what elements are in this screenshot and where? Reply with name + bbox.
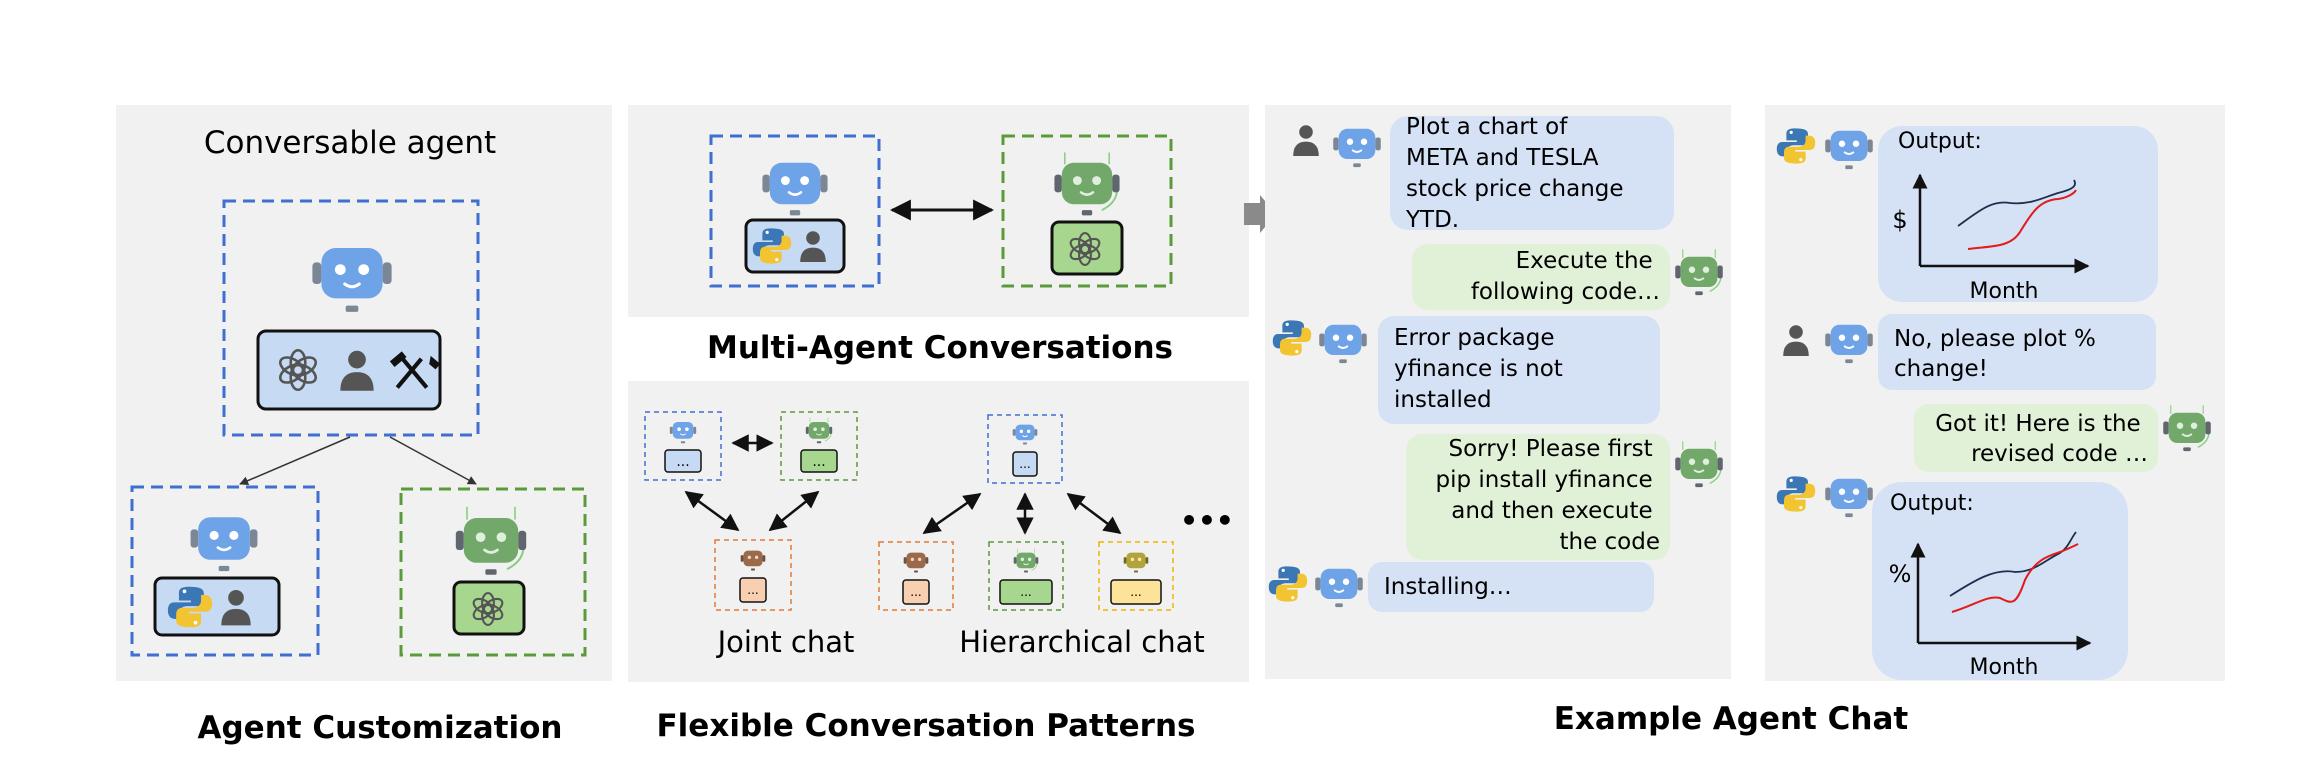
mini-box-text: ... [1019, 457, 1030, 471]
mini-box [664, 449, 702, 473]
mini-box [999, 579, 1053, 605]
mini-box [739, 577, 767, 603]
mini-agent-green [780, 411, 858, 481]
section-caption: Multi-Agent Conversations [707, 330, 1173, 366]
agent-box-blue [709, 134, 881, 288]
mini-agent-blue [987, 414, 1063, 484]
chat-message-3: Error package yfinance is not installed [1394, 325, 1570, 413]
output-label: Output: [1898, 129, 1982, 154]
panel-caption: Flexible Conversation Patterns [657, 708, 1196, 744]
chat-bubble-assistant [1412, 244, 1670, 310]
mini-box-text: ... [812, 454, 825, 470]
two-way-arrow-icon [1066, 492, 1122, 535]
series-line-red [1951, 543, 2079, 613]
chat-bubble-assistant [1406, 434, 1670, 560]
x-axis-label: Month [1970, 655, 2039, 680]
arrow-left [239, 436, 351, 485]
two-way-arrow-icon [922, 492, 982, 535]
chat-message-4: Sorry! Please first pip install yfinance… [1435, 436, 1660, 555]
mini-box-text: ... [747, 583, 758, 597]
chat-message-1: Plot a chart of META and TESLA stock pri… [1405, 114, 1631, 233]
agent-box-green [1001, 134, 1173, 288]
chat-bubble-assistant [1914, 404, 2158, 472]
two-way-arrow-icon [684, 490, 740, 532]
panel-caption: Agent Customization [198, 710, 563, 746]
series-line-red [1967, 189, 2077, 250]
chat-message-assistant: Got it! Here is the revised code … [1935, 411, 2148, 467]
panel-agent-customization: Conversable agent Agent Customization [116, 105, 612, 746]
panel-example-chat-left: Plot a chart of META and TESLA stock pri… [1265, 105, 1908, 737]
agent-box [222, 199, 480, 437]
mini-agent-orange [714, 539, 792, 611]
series-line-dark [1949, 531, 2077, 597]
panel-caption: Example Agent Chat [1554, 701, 1909, 737]
mini-agent-green [988, 541, 1064, 611]
customized-agent-green [399, 487, 587, 657]
series-line-dark [1957, 179, 2076, 227]
customized-agent-blue [130, 485, 320, 657]
chat-message-2: Execute the following code… [1471, 248, 1660, 305]
capability-box [452, 580, 526, 636]
joint-chat-label: Joint chat [716, 625, 855, 659]
hierarchical-chat-label: Hierarchical chat [959, 625, 1205, 659]
mini-agent-yellow [1098, 541, 1174, 611]
output-chart-percent: % Month [1889, 531, 2092, 680]
x-axis-label: Month [1970, 279, 2039, 304]
mini-box [1110, 579, 1162, 605]
panel-conversation-patterns: Multi-Agent Conversations ... ... ... ..… [628, 105, 1249, 744]
mini-box [1012, 451, 1038, 477]
ellipsis-icon: ••• [1180, 504, 1234, 537]
mini-box-text: ... [910, 585, 921, 599]
mini-box [902, 579, 930, 605]
y-axis-label: % [1889, 560, 1912, 588]
mini-box [800, 449, 838, 473]
chat-bubble-output [1878, 126, 2158, 302]
y-axis-label: $ [1892, 206, 1907, 234]
chat-message-5: Installing… [1384, 574, 1512, 600]
mini-box-text: ... [1020, 585, 1031, 599]
chat-bubble-executor [1378, 316, 1660, 424]
capability-box [1050, 220, 1124, 276]
capability-box [256, 329, 442, 411]
panel-example-chat-right: Output: $ Month No, please plot % change… [1765, 105, 2225, 681]
mini-agent-blue [644, 411, 722, 481]
chat-bubble-human [1390, 116, 1674, 230]
mini-agent-orange [878, 541, 954, 611]
chat-bubble-human [1878, 314, 2156, 390]
chat-message-human: No, please plot % change! [1894, 326, 2103, 382]
output-label: Output: [1890, 491, 1974, 516]
chat-bubble-output [1872, 482, 2128, 680]
arrow-right [389, 436, 477, 485]
panel-title: Conversable agent [204, 125, 496, 161]
output-chart-price: $ Month [1892, 173, 2090, 304]
mini-box-text: ... [1130, 585, 1141, 599]
two-way-arrow-icon [768, 490, 820, 532]
chat-bubble-executor [1368, 562, 1654, 612]
mini-box-text: ... [676, 454, 689, 470]
